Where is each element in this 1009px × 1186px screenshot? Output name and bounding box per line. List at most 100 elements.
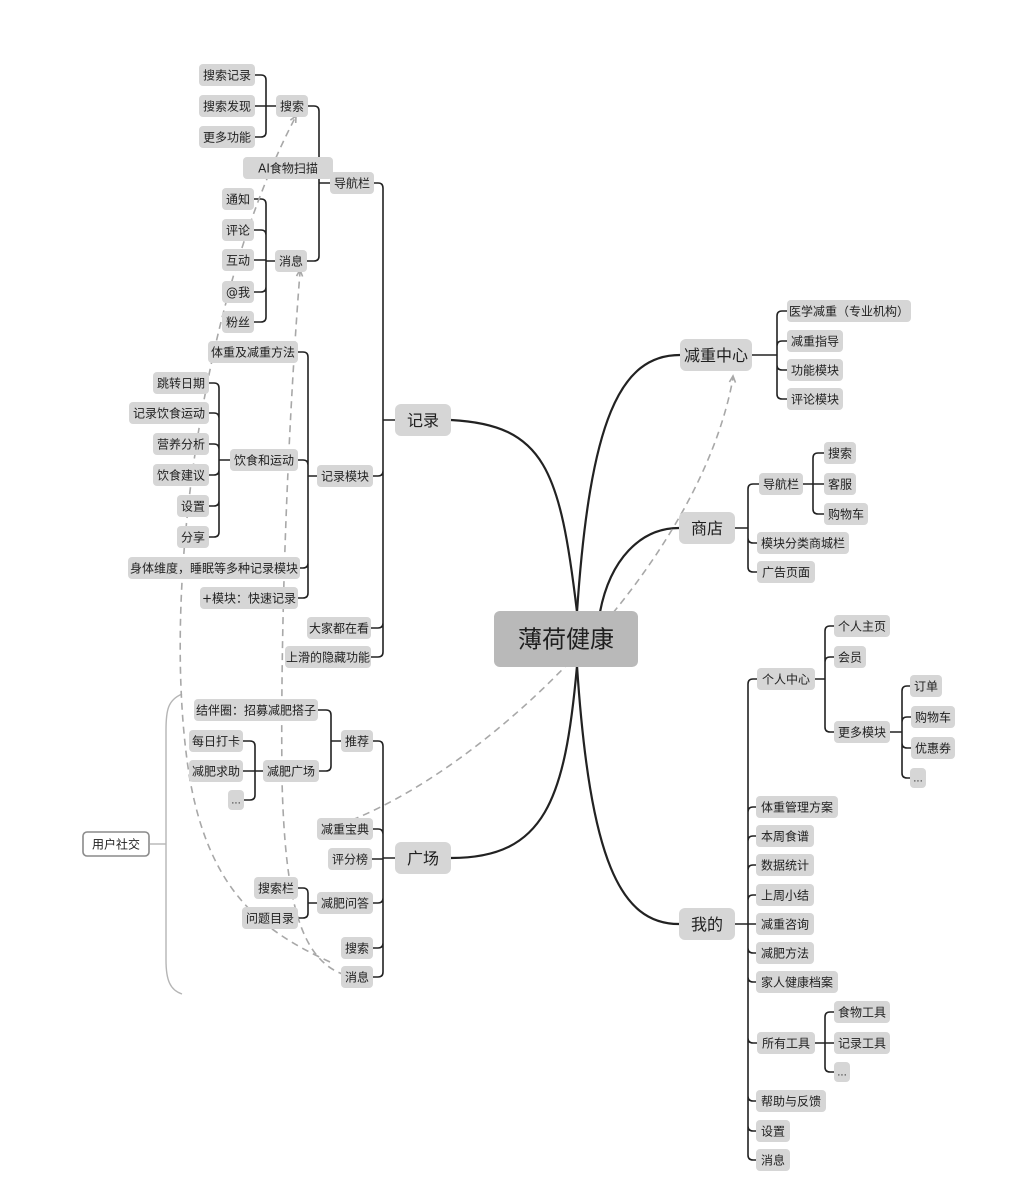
node-rec-nav[interactable]: 导航栏 — [330, 172, 374, 194]
node-mi-tools[interactable]: 所有工具 — [757, 1032, 815, 1054]
node-ps1[interactable]: 减肥求助 — [189, 760, 243, 782]
node-rm3[interactable]: @我 — [222, 281, 254, 303]
node-label: 搜索栏 — [258, 880, 294, 895]
node-sn0[interactable]: 搜索 — [824, 442, 856, 464]
node-rm1[interactable]: 评论 — [222, 219, 254, 241]
node-pl-square[interactable]: 减肥广场 — [263, 760, 319, 782]
node-rec-body[interactable]: 身体维度，睡眠等多种记录模块 — [128, 557, 300, 579]
node-mi6[interactable]: 家人健康档案 — [756, 971, 838, 993]
node-mi5[interactable]: 减肥方法 — [756, 942, 814, 964]
node-rm2[interactable]: 互动 — [222, 249, 254, 271]
node-pl-partner[interactable]: 结伴圈：招募减肥搭子 — [194, 699, 318, 721]
node-ct3[interactable]: 评论模块 — [787, 388, 843, 410]
node-box — [317, 465, 373, 487]
node-rec-ai[interactable]: AI食物扫描 — [243, 157, 333, 179]
node-rec-hidden[interactable]: 上滑的隐藏功能 — [285, 646, 371, 668]
node-mi3[interactable]: 上周小结 — [756, 884, 814, 906]
node-mi1[interactable]: 本周食谱 — [756, 825, 814, 847]
node-rd4[interactable]: 设置 — [177, 495, 209, 517]
node-box — [824, 503, 868, 525]
node-pl-rank[interactable]: 评分榜 — [328, 848, 372, 870]
node-rec-watch[interactable]: 大家都在看 — [307, 617, 371, 639]
node-rec-wt[interactable]: 体重及减重方法 — [208, 341, 298, 363]
node-mm3[interactable]: ... — [910, 768, 926, 788]
node-pl-qa[interactable]: 减肥问答 — [317, 892, 373, 914]
node-mt0[interactable]: 食物工具 — [834, 1001, 890, 1023]
node-ma1[interactable]: 设置 — [756, 1120, 790, 1142]
node-sh-nav[interactable]: 导航栏 — [759, 473, 803, 495]
node-mi-home[interactable]: 个人主页 — [834, 615, 890, 637]
node-label: 搜索 — [280, 98, 304, 113]
node-pl-search[interactable]: 搜索 — [341, 937, 373, 959]
node-rec-quick[interactable]: +模块：快速记录 — [200, 587, 298, 609]
node-label: +模块：快速记录 — [202, 591, 296, 605]
node-box — [911, 737, 955, 759]
node-box — [756, 884, 814, 906]
node-rs0[interactable]: 搜索记录 — [199, 64, 255, 86]
nodes: 薄荷健康记录广场减重中心商店我的导航栏搜索搜索记录搜索发现更多功能AI食物扫描消… — [82, 64, 955, 1171]
node-label: 每日打卡 — [192, 733, 240, 748]
node-mine[interactable]: 我的 — [679, 908, 735, 940]
node-sh-cat[interactable]: 模块分类商城栏 — [757, 532, 849, 554]
node-rm4[interactable]: 粉丝 — [222, 311, 254, 333]
node-mi0[interactable]: 体重管理方案 — [756, 796, 838, 818]
node-label: 功能模块 — [791, 363, 839, 377]
node-mi4[interactable]: 减重咨询 — [756, 913, 814, 935]
node-ps2[interactable]: ... — [228, 790, 244, 810]
node-ps0[interactable]: 每日打卡 — [189, 730, 243, 752]
node-rm0[interactable]: 通知 — [222, 188, 254, 210]
node-pq1[interactable]: 问题目录 — [242, 907, 298, 929]
node-box — [153, 433, 209, 455]
node-rd0[interactable]: 跳转日期 — [153, 372, 209, 394]
node-mm2[interactable]: 优惠券 — [911, 737, 955, 759]
node-pl-msg[interactable]: 消息 — [341, 966, 373, 988]
node-mm1[interactable]: 购物车 — [911, 706, 955, 728]
node-pq0[interactable]: 搜索栏 — [254, 877, 298, 899]
node-box — [910, 768, 926, 788]
node-ct0[interactable]: 医学减重（专业机构） — [787, 300, 911, 322]
node-ct2[interactable]: 功能模块 — [787, 359, 843, 381]
node-plaza[interactable]: 广场 — [395, 842, 451, 874]
node-label: 模块分类商城栏 — [761, 535, 845, 550]
node-center[interactable]: 减重中心 — [680, 339, 752, 371]
node-rec-mod[interactable]: 记录模块 — [317, 465, 373, 487]
node-rd1[interactable]: 记录饮食运动 — [129, 402, 209, 424]
connector-rec-diet — [209, 382, 230, 538]
node-rec-msg[interactable]: 消息 — [275, 250, 307, 272]
node-ct1[interactable]: 减重指导 — [787, 330, 843, 352]
node-label: 更多功能 — [203, 130, 251, 144]
node-rd5[interactable]: 分享 — [177, 526, 209, 548]
node-pl-rec[interactable]: 推荐 — [341, 730, 373, 752]
node-label: 医学减重（专业机构） — [789, 303, 909, 318]
node-record[interactable]: 记录 — [395, 404, 451, 436]
node-shop[interactable]: 商店 — [679, 512, 735, 544]
node-rd2[interactable]: 营养分析 — [153, 433, 209, 455]
node-sn1[interactable]: 客服 — [824, 473, 856, 495]
node-box — [128, 557, 300, 579]
node-mi-pc[interactable]: 个人中心 — [757, 668, 815, 690]
node-mm0[interactable]: 订单 — [910, 675, 942, 697]
node-box — [328, 848, 372, 870]
node-rs1[interactable]: 搜索发现 — [199, 95, 255, 117]
node-rec-search[interactable]: 搜索 — [276, 95, 308, 117]
node-mi-vip[interactable]: 会员 — [834, 646, 866, 668]
node-sn2[interactable]: 购物车 — [824, 503, 868, 525]
node-box — [317, 818, 373, 840]
node-root[interactable]: 薄荷健康 — [494, 611, 638, 667]
node-box — [680, 339, 752, 371]
node-label: 上滑的隐藏功能 — [286, 649, 370, 664]
node-mi2[interactable]: 数据统计 — [756, 854, 814, 876]
connector-record — [371, 182, 395, 658]
node-ma0[interactable]: 帮助与反馈 — [756, 1090, 826, 1112]
node-rd3[interactable]: 饮食建议 — [153, 464, 209, 486]
node-mt2[interactable]: ... — [834, 1062, 850, 1082]
node-label: 广告页面 — [762, 565, 810, 579]
node-rec-diet[interactable]: 饮食和运动 — [230, 449, 298, 471]
node-mt1[interactable]: 记录工具 — [834, 1032, 890, 1054]
node-ma2[interactable]: 消息 — [756, 1149, 790, 1171]
node-rs2[interactable]: 更多功能 — [199, 126, 255, 148]
node-sh-ad[interactable]: 广告页面 — [757, 561, 815, 583]
node-pl-bible[interactable]: 减重宝典 — [317, 818, 373, 840]
node-mi-more[interactable]: 更多模块 — [834, 721, 890, 743]
node-social[interactable]: 用户社交 — [82, 831, 150, 857]
